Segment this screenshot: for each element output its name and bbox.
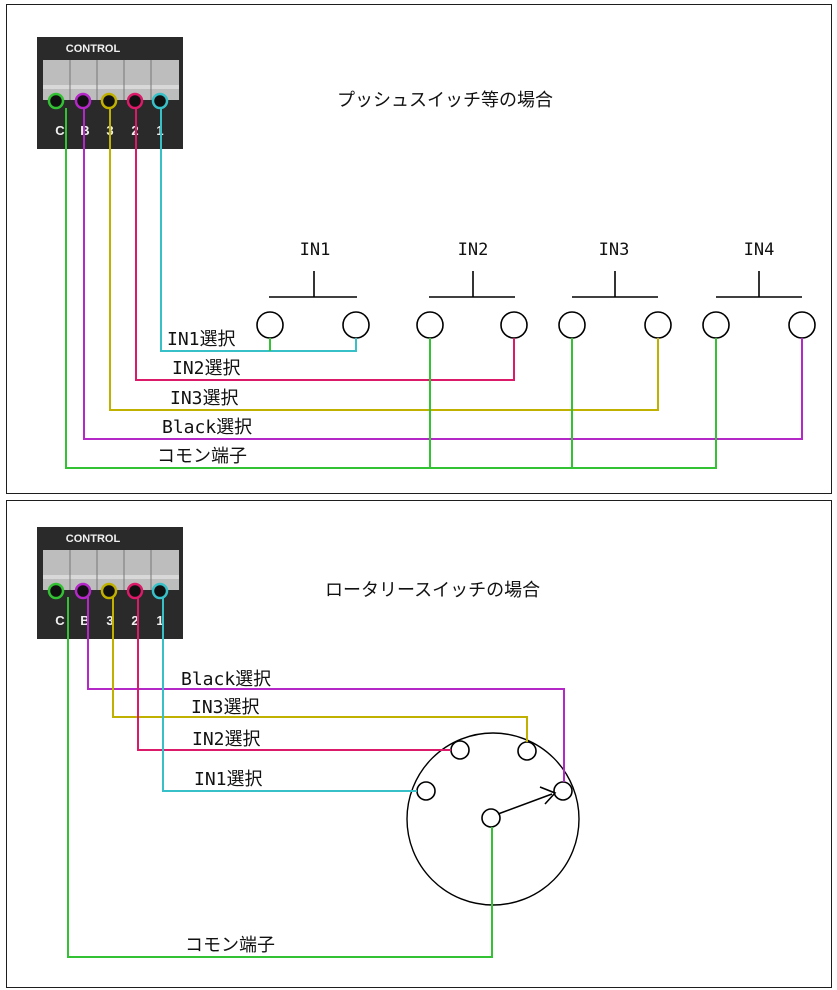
label-in2-select: IN2選択 bbox=[192, 729, 261, 750]
switch-contact bbox=[558, 311, 586, 339]
terminal-label-2: 2 bbox=[131, 613, 138, 628]
switch-label-in2: IN2 bbox=[458, 240, 489, 260]
wire-in1 bbox=[160, 108, 357, 352]
rotary-contact-black bbox=[553, 781, 573, 801]
switch-contact bbox=[256, 311, 284, 339]
terminal-screw-c bbox=[47, 92, 65, 110]
terminal-screw-b bbox=[74, 582, 92, 600]
wire-in3 bbox=[112, 597, 528, 742]
wire-in2 bbox=[137, 597, 451, 751]
rotary-switch-diagram: CONTROL C B 3 2 1 ロータリースイッチの場合 bbox=[37, 527, 580, 958]
label-in3-select: IN3選択 bbox=[191, 697, 260, 718]
terminal-block-caption: CONTROL bbox=[66, 533, 121, 545]
wire-in1 bbox=[162, 597, 417, 792]
wire-in3 bbox=[109, 108, 659, 411]
switch-contact bbox=[702, 311, 730, 339]
switch-contact bbox=[644, 311, 672, 339]
terminal-screw-c bbox=[47, 582, 65, 600]
push-switch-in4: IN4 bbox=[702, 240, 816, 339]
push-switch-in1: IN1 bbox=[256, 240, 370, 339]
push-switch-in2: IN2 bbox=[416, 240, 528, 339]
label-in1-select: IN1選択 bbox=[167, 329, 236, 350]
push-switch-title: プッシュスイッチ等の場合 bbox=[337, 90, 553, 111]
terminal-screw-b bbox=[74, 92, 92, 110]
rotary-contact-in3 bbox=[517, 741, 537, 761]
terminal-label-b: B bbox=[80, 613, 89, 628]
rotary-wiper-arrow-icon bbox=[539, 786, 557, 805]
rotary-wiper bbox=[497, 793, 553, 815]
rotary-contact-in1 bbox=[416, 781, 436, 801]
push-switch-diagram: CONTROL C B 3 2 1 プッシュスイッチ等の場合 IN1 bbox=[37, 37, 816, 469]
label-black-select: Black選択 bbox=[162, 417, 252, 438]
switch-contact bbox=[342, 311, 370, 339]
terminal-label-c: C bbox=[55, 123, 65, 138]
terminal-block-strip bbox=[43, 85, 179, 89]
control-terminal-block: CONTROL C B 3 2 1 bbox=[37, 527, 183, 639]
switch-contact bbox=[500, 311, 528, 339]
switch-contact bbox=[416, 311, 444, 339]
rotary-common-contact bbox=[481, 808, 501, 828]
rotary-switch-title: ロータリースイッチの場合 bbox=[325, 580, 540, 601]
label-in2-select: IN2選択 bbox=[172, 358, 241, 379]
label-common-terminal: コモン端子 bbox=[185, 935, 275, 956]
wire-common bbox=[67, 597, 493, 958]
push-switch-in3: IN3 bbox=[558, 240, 672, 339]
wire-black bbox=[83, 108, 803, 440]
switch-label-in4: IN4 bbox=[744, 240, 775, 260]
terminal-screw-3 bbox=[100, 582, 118, 600]
switch-contact bbox=[788, 311, 816, 339]
terminal-screw-3 bbox=[100, 92, 118, 110]
terminal-label-c: C bbox=[55, 613, 65, 628]
terminal-screw-2 bbox=[126, 92, 144, 110]
label-black-select: Black選択 bbox=[181, 669, 271, 690]
label-in1-select: IN1選択 bbox=[194, 769, 263, 790]
switch-label-in1: IN1 bbox=[300, 240, 331, 260]
push-switch-diagram-panel: CONTROL C B 3 2 1 プッシュスイッチ等の場合 IN1 bbox=[6, 4, 832, 494]
terminal-block-strip bbox=[43, 575, 179, 579]
terminal-screw-1 bbox=[151, 92, 169, 110]
wire-black bbox=[87, 597, 565, 782]
label-in3-select: IN3選択 bbox=[170, 388, 239, 409]
wire-common bbox=[65, 108, 717, 469]
terminal-block-caption: CONTROL bbox=[66, 43, 121, 55]
terminal-label-3: 3 bbox=[106, 613, 113, 628]
wire-in2 bbox=[135, 108, 515, 381]
terminal-screw-1 bbox=[151, 582, 169, 600]
terminal-label-1: 1 bbox=[156, 613, 163, 628]
terminal-screw-2 bbox=[126, 582, 144, 600]
switch-label-in3: IN3 bbox=[599, 240, 630, 260]
rotary-switch-diagram-panel: CONTROL C B 3 2 1 ロータリースイッチの場合 bbox=[6, 500, 832, 988]
label-common-terminal: コモン端子 bbox=[157, 446, 247, 467]
rotary-contact-in2 bbox=[450, 740, 470, 760]
